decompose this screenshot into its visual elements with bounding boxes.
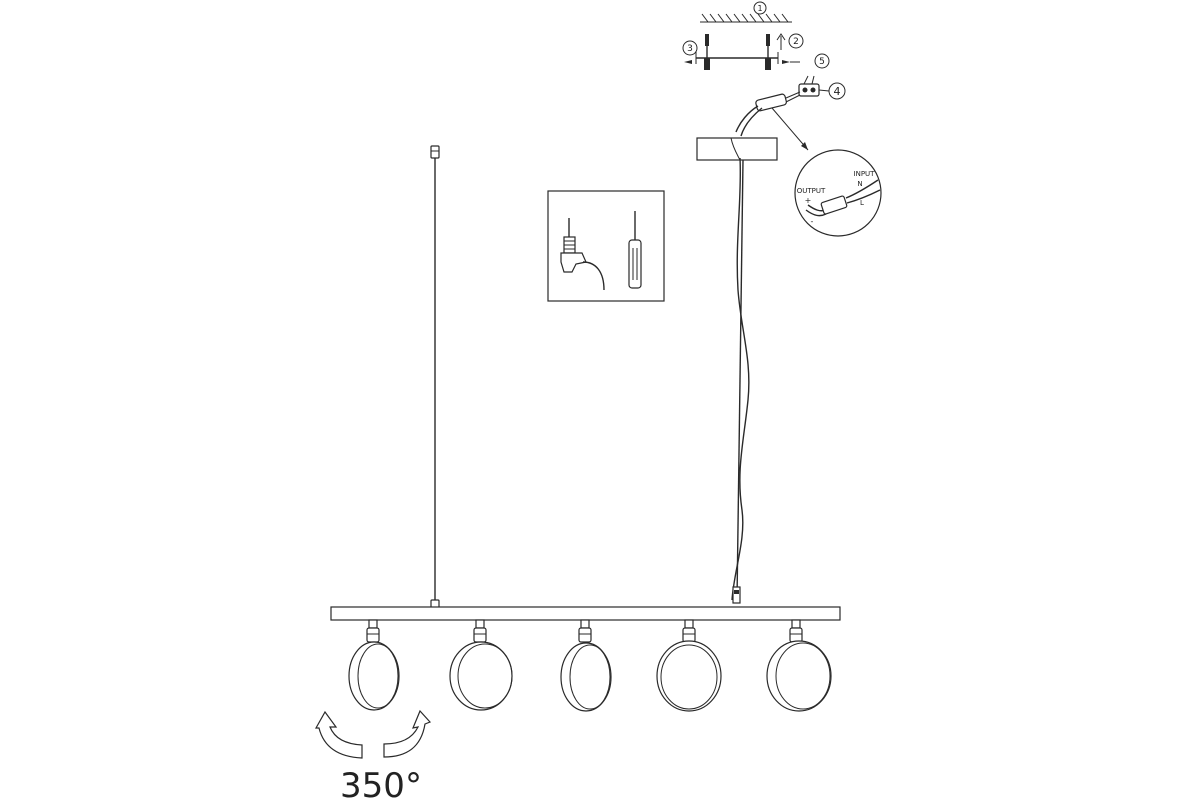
fixture-bar <box>330 606 841 621</box>
output-plus-label: + <box>805 196 812 205</box>
spotlight-5 <box>766 619 832 712</box>
spotlight-1 <box>348 619 400 711</box>
drill-icon <box>560 218 605 291</box>
ceiling-mount-detail: 1 2 3 <box>682 1 830 70</box>
required-tools-panel <box>547 190 665 302</box>
cable-grip-right <box>732 586 741 604</box>
output-label: OUTPUT <box>797 187 826 195</box>
screwdriver-icon <box>628 211 642 289</box>
mounting-screw-right <box>765 34 771 70</box>
input-label: INPUT <box>854 170 876 178</box>
callout-5-label: 5 <box>819 57 825 67</box>
suspension-wire-right <box>736 159 744 601</box>
callout-3-label: 3 <box>687 44 693 54</box>
callout-1: 1 <box>753 1 767 15</box>
rotate-arrow-right-icon <box>383 709 432 758</box>
input-l-label: L <box>860 199 864 207</box>
callout-4: 4 <box>828 82 846 100</box>
spotlight-2 <box>449 619 513 711</box>
suspension-wire-left-assembly <box>430 145 440 609</box>
callout-1-label: 1 <box>757 4 762 13</box>
output-minus-label: - <box>811 217 814 226</box>
callout-2-label: 2 <box>793 37 799 47</box>
rotate-arrow-left-icon <box>314 710 363 759</box>
wiring-zoom-circle: INPUT N L OUTPUT + - <box>794 149 882 237</box>
mounting-screw-left <box>704 34 710 70</box>
ceiling-hatch <box>700 13 792 23</box>
callout-2: 2 <box>788 33 804 49</box>
callout-4-label: 4 <box>834 85 841 98</box>
terminal-block <box>798 75 820 97</box>
callout-5: 5 <box>814 53 830 69</box>
input-n-label: N <box>857 180 862 188</box>
spotlight-4 <box>656 619 722 712</box>
callout-3: 3 <box>682 40 698 56</box>
ceiling-canopy <box>696 137 778 161</box>
driver-wiring-detail: 4 <box>735 75 846 151</box>
spotlight-3 <box>560 619 612 712</box>
power-cable <box>731 157 750 601</box>
rotation-angle-label: 350° <box>340 766 422 800</box>
